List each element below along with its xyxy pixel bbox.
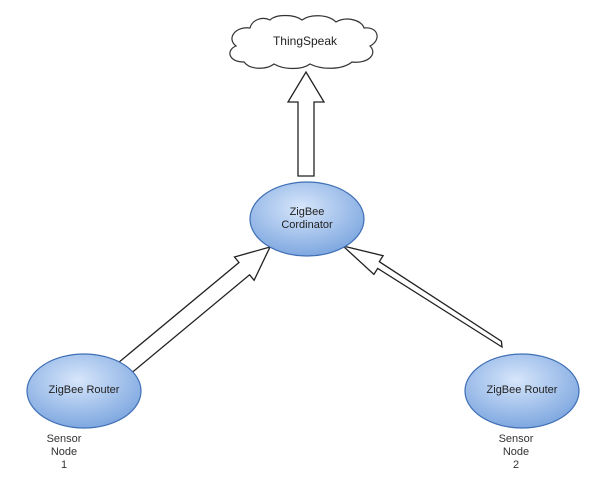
caption-1-line1: Sensor — [46, 433, 82, 445]
coordinator-node — [249, 181, 365, 257]
coordinator-label-line2: Cordinator — [281, 219, 333, 231]
arrow-coordinator-to-cloud — [286, 70, 326, 177]
router-node-1 — [26, 353, 142, 429]
router-1-label: ZigBee Router — [48, 384, 120, 396]
coordinator-label-line1: ZigBee — [289, 206, 325, 218]
router-2-label: ZigBee Router — [486, 384, 558, 396]
thingspeak-cloud — [229, 14, 378, 70]
caption-2-line3: 2 — [512, 459, 520, 471]
caption-1-line3: 1 — [60, 459, 68, 471]
cloud-label: ThingSpeak — [272, 34, 338, 48]
caption-2-line2: Node — [502, 446, 530, 458]
sensor-node-1-caption: Sensor Node 1 — [34, 433, 94, 472]
router-node-2 — [464, 353, 580, 429]
caption-1-line2: Node — [50, 446, 78, 458]
arrow-router2-to-coordinator — [340, 244, 503, 349]
arrow-router1-to-coordinator — [117, 245, 272, 377]
caption-2-line1: Sensor — [498, 433, 534, 445]
coordinator-label: ZigBee Cordinator — [257, 206, 357, 232]
sensor-node-2-caption: Sensor Node 2 — [486, 433, 546, 472]
